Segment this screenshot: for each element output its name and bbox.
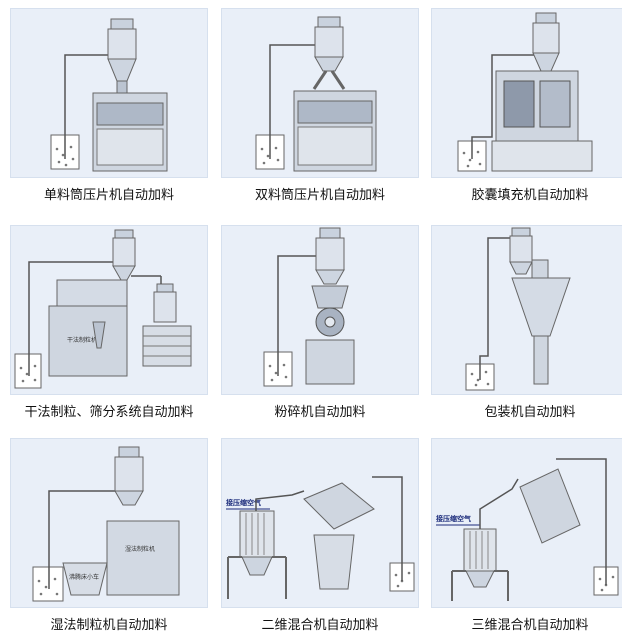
figure-packaging-machine <box>431 225 622 395</box>
machine-label: 湿法制粒机 <box>125 545 155 553</box>
figure-capsule-filling-machine <box>431 8 622 178</box>
panel-double-hopper-tablet-press: 双料筒压片机自动加料 <box>221 8 419 203</box>
panel-caption: 包装机自动加料 <box>484 405 576 420</box>
panel-dry-granulation-sieving-system: 干法制粒机 干法制粒、筛分系统自动加料 <box>10 225 208 420</box>
figure-2d-mixer: 接压缩空气 <box>221 438 419 608</box>
panel-caption: 二维混合机自动加料 <box>261 618 379 633</box>
figure-3d-mixer: 接压缩空气 <box>431 438 622 608</box>
panel-caption: 双料筒压片机自动加料 <box>254 188 385 203</box>
machine-label: 干法制粒机 <box>67 336 97 344</box>
panel-caption: 湿法制粒机自动加料 <box>50 618 168 633</box>
panel-single-hopper-tablet-press: 单料筒压片机自动加料 <box>10 8 208 203</box>
figure-double-hopper-tablet-press <box>221 8 419 178</box>
panel-capsule-filling-machine: 胶囊填充机自动加料 <box>431 8 622 203</box>
panel-caption: 单料筒压片机自动加料 <box>43 188 174 203</box>
panel-pulverizer: 粉碎机自动加料 <box>221 225 419 420</box>
panel-caption: 三维混合机自动加料 <box>471 618 589 633</box>
panel-wet-granulator: 湿法制粒机 沸腾床小车 湿法制粒机自动加料 <box>10 438 208 633</box>
panel-caption: 胶囊填充机自动加料 <box>471 188 589 203</box>
figure-single-hopper-tablet-press <box>10 8 208 178</box>
air-label: 接压缩空气 <box>226 498 261 507</box>
figure-pulverizer <box>221 225 419 395</box>
air-label: 接压缩空气 <box>436 514 471 523</box>
panel-caption: 干法制粒、筛分系统自动加料 <box>24 405 194 420</box>
cart-label: 沸腾床小车 <box>69 573 99 581</box>
panel-packaging-machine: 包装机自动加料 <box>431 225 622 420</box>
panel-caption: 粉碎机自动加料 <box>274 405 366 420</box>
figure-wet-granulator: 湿法制粒机 沸腾床小车 <box>10 438 208 608</box>
figure-dry-granulation-sieving-system: 干法制粒机 <box>10 225 208 395</box>
panel-2d-mixer: 接压缩空气 二维混合机自动加料 <box>221 438 419 633</box>
panel-3d-mixer: 接压缩空气 三维混合机自动加料 <box>431 438 622 633</box>
